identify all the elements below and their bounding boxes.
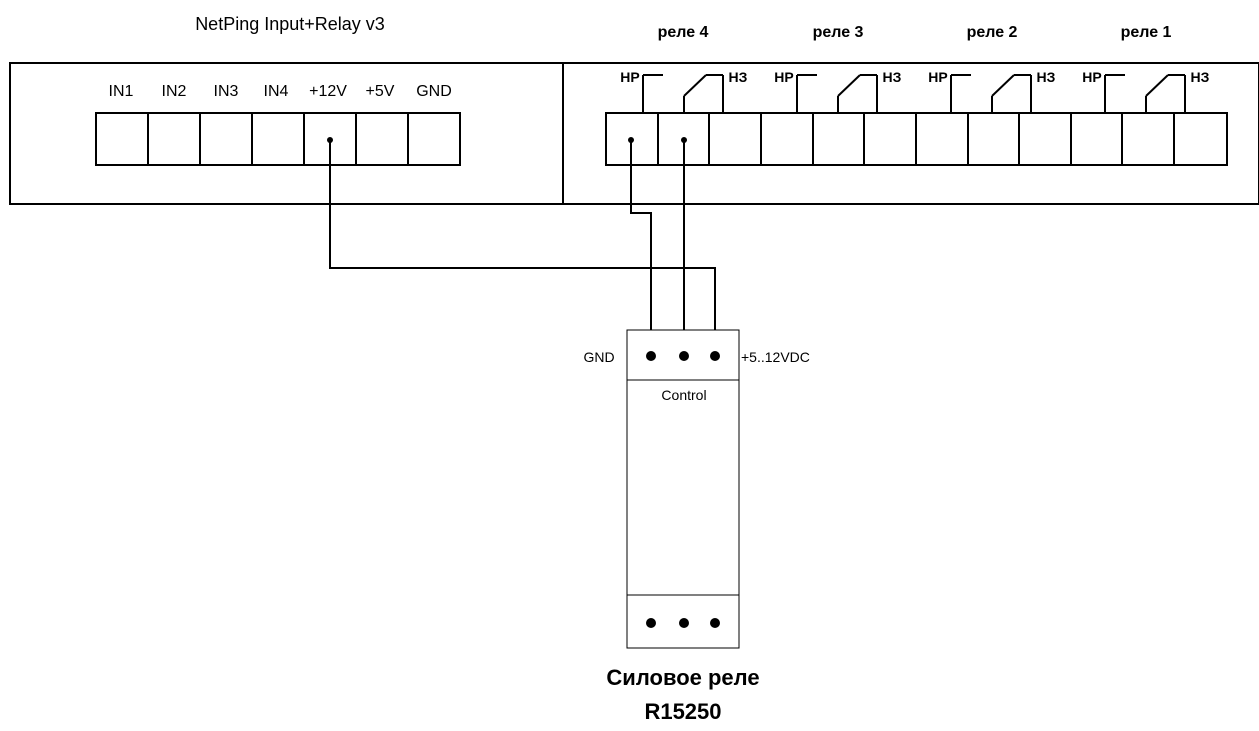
relay-3-nc-label: НЗ xyxy=(883,69,902,85)
terminal-label-in2: IN2 xyxy=(162,83,187,100)
power-relay-module xyxy=(626,329,740,649)
relay-2-contact-symbol xyxy=(950,74,1032,113)
terminal-label-in4: IN4 xyxy=(264,83,289,100)
relay-2-no-label: НР xyxy=(928,69,947,85)
terminal-dot-relay4-no xyxy=(628,137,634,143)
control-terminal-common xyxy=(679,351,689,361)
terminal-dot-relay4-common xyxy=(681,137,687,143)
terminal-label-in1: IN1 xyxy=(109,83,134,100)
terminal-label-in3: IN3 xyxy=(214,83,239,100)
relay-3-contact-symbol xyxy=(796,74,878,113)
relay-label-4: реле 4 xyxy=(658,24,709,41)
relay-3-no-label: НР xyxy=(774,69,793,85)
terminal-label-12v: +12V xyxy=(309,83,347,100)
left-terminal-block xyxy=(95,112,461,166)
load-terminal-2 xyxy=(679,618,689,628)
relay-4-no-label: НР xyxy=(620,69,639,85)
control-terminal-gnd xyxy=(646,351,656,361)
relay-label-3: реле 3 xyxy=(813,24,864,41)
relay-1-contact-symbol xyxy=(1104,74,1186,113)
relay-terminal-block xyxy=(605,112,1228,166)
vdc-label: +5..12VDC xyxy=(741,349,810,365)
control-terminal-vdc xyxy=(710,351,720,361)
power-relay-title: Силовое реле xyxy=(606,665,759,690)
relay-label-2: реле 2 xyxy=(967,24,1018,41)
terminal-label-5v: +5V xyxy=(366,83,395,100)
gnd-label: GND xyxy=(583,349,614,365)
wire-relay4-no xyxy=(630,140,652,356)
relay-1-nc-label: НЗ xyxy=(1191,69,1210,85)
relay-1-no-label: НР xyxy=(1082,69,1101,85)
load-terminal-3 xyxy=(710,618,720,628)
terminal-dot-12v xyxy=(327,137,333,143)
control-label: Control xyxy=(661,387,706,403)
load-terminal-1 xyxy=(646,618,656,628)
relay-4-nc-label: НЗ xyxy=(729,69,748,85)
device-title: NetPing Input+Relay v3 xyxy=(195,14,385,34)
relay-2-nc-label: НЗ xyxy=(1037,69,1056,85)
relay-label-1: реле 1 xyxy=(1121,24,1172,41)
wire-12v-supply xyxy=(329,140,716,356)
power-relay-model: R15250 xyxy=(644,699,721,724)
relay-4-contact-symbol xyxy=(642,74,724,113)
terminal-label-gnd: GND xyxy=(416,83,452,100)
